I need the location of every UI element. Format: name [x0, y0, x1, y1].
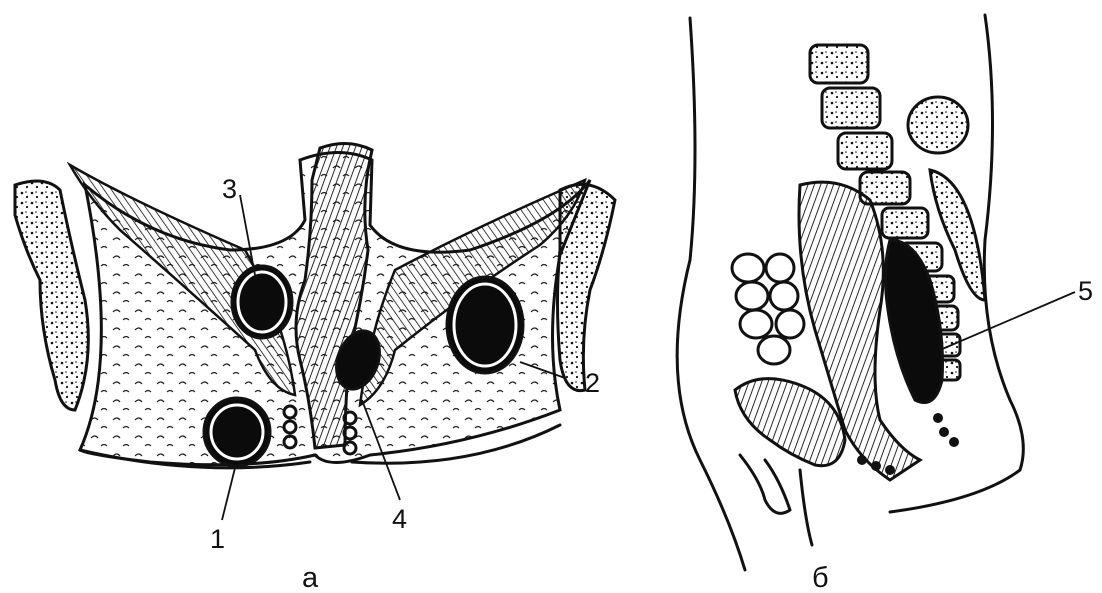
panel-a-drawing	[15, 143, 615, 520]
label-3: 3	[222, 174, 237, 204]
label-5: 5	[1078, 276, 1093, 306]
label-4: 4	[392, 504, 407, 534]
panel-b-caption: б	[812, 562, 829, 593]
label-2: 2	[585, 368, 600, 398]
label-1: 1	[210, 524, 225, 554]
bladder	[735, 379, 845, 466]
iliac-bone	[908, 97, 968, 153]
panel-b-drawing	[677, 15, 1075, 570]
panel-a-caption: а	[302, 562, 319, 593]
intestine-loops	[732, 254, 804, 364]
left-pelvic-bone	[15, 181, 88, 410]
